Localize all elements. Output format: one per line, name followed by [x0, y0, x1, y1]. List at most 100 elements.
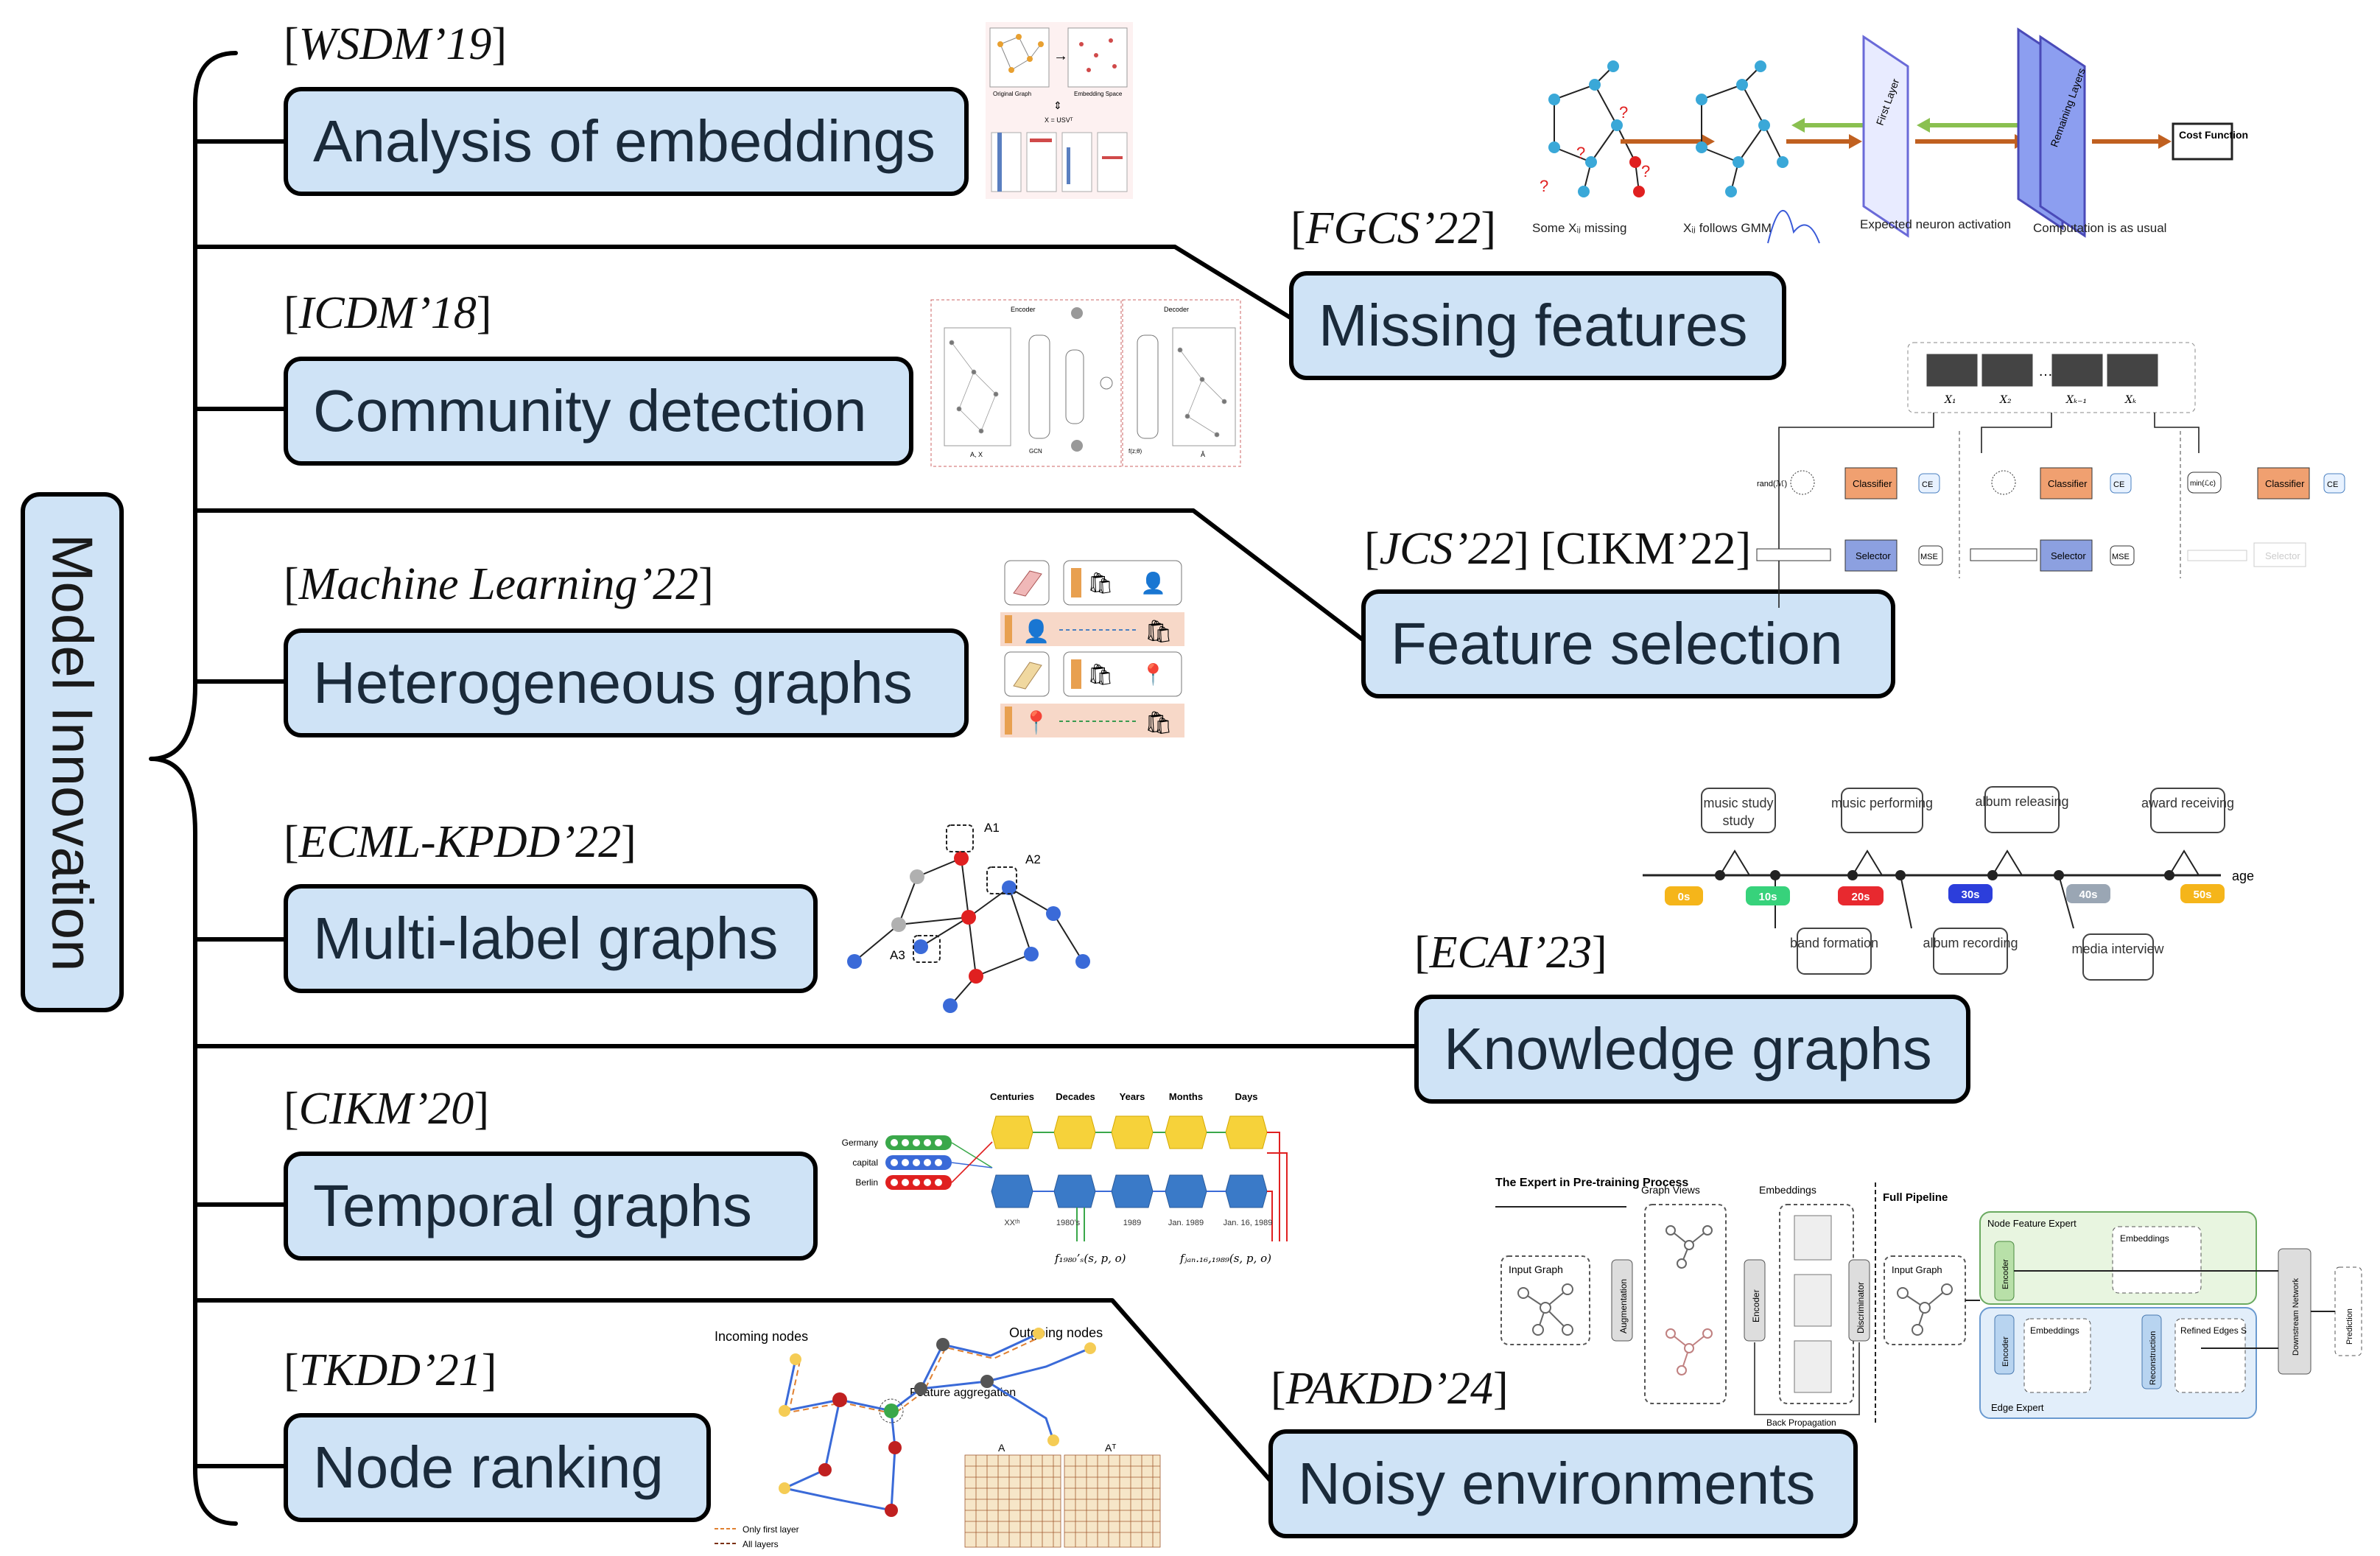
- svg-text:Embedding Space: Embedding Space: [1074, 91, 1123, 97]
- branch-label: Heterogeneous graphs: [313, 650, 913, 715]
- svg-text:rand(ℳ): rand(ℳ): [1757, 480, 1787, 488]
- svg-text:Embeddings: Embeddings: [2120, 1233, 2169, 1244]
- svg-text:study: study: [1722, 813, 1754, 828]
- svg-text:⇕: ⇕: [1053, 99, 1062, 111]
- svg-text:f(z;θ): f(z;θ): [1128, 448, 1142, 455]
- svg-text:?: ?: [1576, 144, 1585, 162]
- svg-text:→: →: [1053, 48, 1068, 64]
- figure-noisy: The Expert in Pre-training Process Graph…: [1495, 1177, 2362, 1428]
- svg-text:GCN: GCN: [1029, 448, 1042, 455]
- svg-text:f₁₉₈₀’ₛ(s, p, o): f₁₉₈₀’ₛ(s, p, o): [1054, 1252, 1126, 1265]
- branch-knowledge: Knowledge graphs: [1414, 995, 1970, 1104]
- svg-text:40s: 40s: [2079, 889, 2097, 901]
- svg-text:Discriminator: Discriminator: [1856, 1282, 1866, 1334]
- venue-heterogeneous: [Machine Learning’22]: [284, 559, 714, 609]
- wire-noisy: [193, 1298, 1273, 1483]
- svg-text:10s: 10s: [1758, 891, 1777, 903]
- branch-label: Knowledge graphs: [1444, 1016, 1932, 1082]
- svg-text:Downstream Network: Downstream Network: [2292, 1278, 2300, 1356]
- branch-label: Community detection: [313, 378, 867, 444]
- svg-text:age: age: [2232, 869, 2254, 883]
- svg-text:Encoder: Encoder: [2001, 1259, 2010, 1289]
- venue-multilabel: [ECML-KPDD’22]: [284, 817, 636, 867]
- branch-label: Missing features: [1319, 292, 1748, 358]
- figure-heterogeneous: 🛍👤 👤🛍 🛍📍 📍🛍: [1000, 560, 1184, 737]
- svg-text:Embeddings: Embeddings: [2030, 1325, 2079, 1336]
- svg-text:Decoder: Decoder: [1164, 306, 1189, 313]
- svg-text:music performing: music performing: [1831, 796, 1933, 810]
- svg-text:CE: CE: [1922, 480, 1933, 489]
- svg-text:Embeddings: Embeddings: [1759, 1184, 1816, 1196]
- svg-text:CE: CE: [2113, 480, 2124, 489]
- svg-text:X₁: X₁: [1944, 394, 1956, 406]
- svg-text:Only first layer: Only first layer: [743, 1524, 799, 1535]
- svg-text:min(ℒc): min(ℒc): [2190, 480, 2216, 488]
- svg-text:album recording: album recording: [1923, 936, 2018, 950]
- branch-label: Noisy environments: [1298, 1451, 1816, 1516]
- svg-text:Classifier: Classifier: [2265, 478, 2305, 489]
- svg-text:A3: A3: [890, 948, 905, 962]
- svg-text:30s: 30s: [1961, 889, 1979, 901]
- svg-text:Jan. 16, 1989: Jan. 16, 1989: [1224, 1219, 1273, 1227]
- svg-text:MSE: MSE: [2112, 553, 2130, 561]
- venue-temporal: [CIKM’20]: [284, 1084, 489, 1134]
- branch-label: Node ranking: [313, 1434, 664, 1500]
- svg-text:Input Graph: Input Graph: [1509, 1264, 1563, 1275]
- svg-text:Selector: Selector: [1856, 550, 1891, 561]
- svg-text:0s: 0s: [1678, 891, 1691, 903]
- svg-text:?: ?: [1619, 103, 1628, 122]
- svg-text:A1: A1: [984, 821, 1000, 835]
- svg-text:Edge Expert: Edge Expert: [1991, 1402, 2044, 1413]
- wire-featsel: [193, 508, 1369, 645]
- figure-multilabel: A1 A2 A3: [847, 821, 1090, 1013]
- svg-text:👤: 👤: [1140, 571, 1166, 595]
- branch-multilabel: Multi-label graphs: [284, 884, 818, 993]
- svg-text:20s: 20s: [1851, 891, 1870, 903]
- wire-missing: [193, 245, 1297, 323]
- svg-text:…: …: [2038, 363, 2053, 379]
- svg-text:👤: 👤: [1022, 618, 1050, 644]
- svg-text:50s: 50s: [2193, 889, 2211, 901]
- root-node: Model Innovation: [21, 492, 124, 1012]
- svg-text:Months: Months: [1169, 1091, 1203, 1102]
- svg-text:?: ?: [1540, 177, 1548, 195]
- svg-text:CE: CE: [2327, 480, 2338, 489]
- figure-ranking: Incoming nodes Outgoing nodes Feature ag…: [715, 1325, 1161, 1549]
- figure-community: Encoder Decoder A, X GCN f(z;θ) Â: [930, 299, 1241, 467]
- svg-text:🛍: 🛍: [1145, 711, 1173, 735]
- branch-ranking: Node ranking: [284, 1413, 711, 1522]
- svg-text:Prediction: Prediction: [2345, 1308, 2354, 1345]
- svg-text:Xₖ: Xₖ: [2124, 394, 2136, 406]
- root-label: Model Innovation: [40, 533, 105, 972]
- svg-text:Full Pipeline: Full Pipeline: [1883, 1191, 1948, 1204]
- svg-text:Classifier: Classifier: [1853, 478, 1892, 489]
- venue-featsel: [JCS’22] [CIKM’22]: [1364, 524, 1752, 574]
- svg-text:award receiving: award receiving: [2141, 796, 2234, 810]
- svg-text:?: ?: [1641, 162, 1650, 181]
- svg-text:A2: A2: [1025, 852, 1041, 866]
- svg-text:Encoder: Encoder: [2001, 1336, 2010, 1367]
- svg-text:1989: 1989: [1123, 1219, 1141, 1227]
- svg-text:Augmentation: Augmentation: [1618, 1279, 1629, 1334]
- svg-text:🛍: 🛍: [1145, 620, 1173, 644]
- figure-missing: ???? First Layer Remaining Layers Cost F…: [1532, 27, 2248, 244]
- root-brace: [149, 51, 238, 1526]
- svg-text:Encoder: Encoder: [1011, 306, 1036, 313]
- svg-text:music study: music study: [1703, 796, 1773, 810]
- svg-text:Xₖ₋₁: Xₖ₋₁: [2065, 394, 2087, 406]
- venue-noisy: [PAKDD’24]: [1271, 1364, 1509, 1414]
- svg-text:Germany: Germany: [842, 1138, 878, 1148]
- branch-noisy: Noisy environments: [1268, 1429, 1858, 1538]
- svg-text:Decades: Decades: [1056, 1091, 1095, 1102]
- svg-text:Â: Â: [1201, 451, 1205, 458]
- figure-temporal: Centuries Decades Years Months Days Germ…: [842, 1091, 1288, 1265]
- svg-text:The Expert in Pre-training Pro: The Expert in Pre-training Process: [1495, 1177, 1688, 1189]
- svg-text:📍: 📍: [1022, 709, 1050, 735]
- svg-text:Expected neuron activation: Expected neuron activation: [1860, 217, 2011, 231]
- svg-text:Classifier: Classifier: [2048, 478, 2088, 489]
- venue-knowledge: [ECAI’23]: [1414, 928, 1607, 978]
- svg-text:Some Xᵢⱼ missing: Some Xᵢⱼ missing: [1532, 221, 1626, 235]
- branch-label: Feature selection: [1391, 611, 1843, 676]
- figure-embeddings: → Original Graph Embedding Space ⇕ X = U…: [986, 22, 1133, 199]
- svg-text:🛍: 🛍: [1087, 663, 1114, 686]
